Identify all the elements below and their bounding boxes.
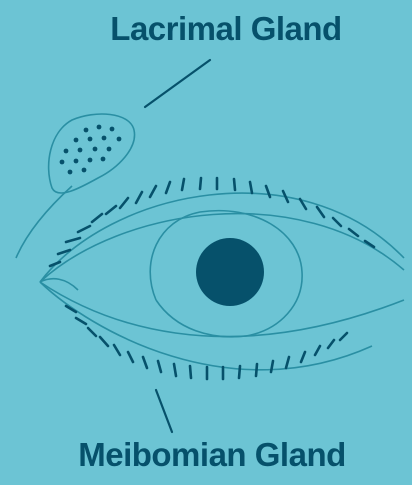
pupil (196, 238, 264, 306)
lacrimal-duct-line (16, 186, 72, 258)
lacrimal-pointer-line (145, 60, 210, 107)
meibomian-pointer-line (156, 390, 172, 432)
lacrimal-gland-dots (60, 125, 122, 175)
meibomian-gland-label: Meibomian Gland (6, 436, 412, 474)
lacrimal-gland-outline (49, 114, 135, 193)
